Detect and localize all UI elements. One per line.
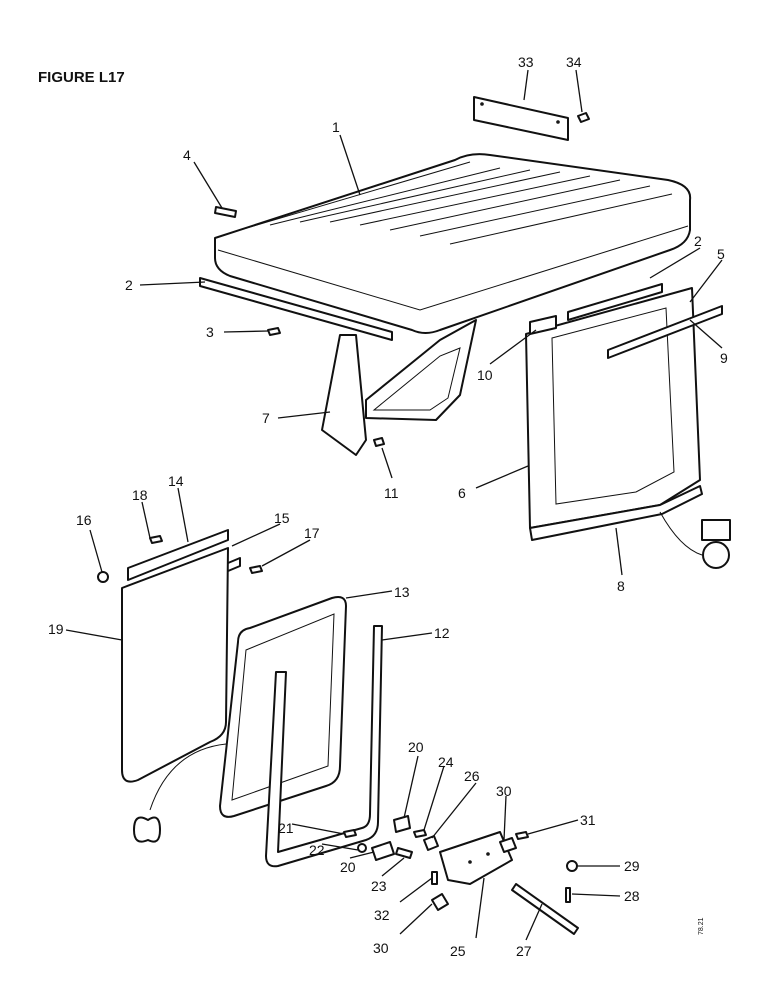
callout-10: 10 [477, 367, 493, 383]
callout-32: 32 [374, 907, 390, 923]
callout-27: 27 [516, 943, 532, 959]
callout-1: 1 [332, 119, 340, 135]
callout-20-lower: 20 [340, 859, 356, 875]
callout-9: 9 [720, 350, 728, 366]
callout-29: 29 [624, 858, 640, 874]
part-12-channel [265, 625, 383, 868]
part-7-post [321, 334, 367, 456]
part-2-strip-left [199, 277, 393, 341]
part-20-hinge-upper [393, 815, 411, 833]
callout-13: 13 [394, 584, 410, 600]
callout-30-upper: 30 [496, 783, 512, 799]
callout-17: 17 [304, 525, 320, 541]
callout-31: 31 [580, 812, 596, 828]
callout-21: 21 [278, 820, 294, 836]
callout-20-upper: 20 [408, 739, 424, 755]
callout-12: 12 [434, 625, 450, 641]
part-34-screw [577, 112, 590, 123]
seal-profile-figure8 [133, 743, 227, 843]
callout-34: 34 [566, 54, 582, 70]
part-27-stay-rod [511, 883, 579, 935]
callout-6: 6 [458, 485, 466, 501]
callout-7: 7 [262, 410, 270, 426]
part-30-bracket-upper [499, 837, 517, 853]
part-24-screw [413, 829, 427, 838]
part-1-roof [214, 153, 692, 334]
callout-15: 15 [274, 510, 290, 526]
callout-25: 25 [450, 943, 466, 959]
part-19-window-glass [121, 547, 229, 783]
callout-33: 33 [518, 54, 534, 70]
part-4-bolt [214, 206, 237, 218]
part-16-nut [97, 571, 109, 583]
part-3-screw [267, 327, 281, 336]
figure-title: FIGURE L17 [38, 69, 125, 86]
callout-19: 19 [48, 621, 64, 637]
callout-2-left: 2 [125, 277, 133, 293]
part-17-screw [249, 565, 263, 574]
part-2-strip-right [567, 283, 663, 321]
rear-frame [365, 319, 477, 421]
part-10-clip [529, 315, 557, 335]
part-31-screw [515, 831, 529, 840]
part-28-pin [565, 887, 571, 903]
part-6-side-panel [525, 287, 701, 529]
callout-28: 28 [624, 888, 640, 904]
callout-24: 24 [438, 754, 454, 770]
callout-3: 3 [206, 324, 214, 340]
part-18-screw [149, 535, 163, 544]
part-11-screw [373, 437, 385, 447]
callout-22: 22 [309, 842, 325, 858]
part-32-screw [431, 871, 438, 885]
callout-18: 18 [132, 487, 148, 503]
part-33-plate [473, 96, 569, 141]
part-8-seal-profile [659, 511, 731, 569]
part-8-seal [529, 485, 703, 541]
part-26-bush [423, 835, 439, 851]
callout-8: 8 [617, 578, 625, 594]
side-code: 78.21 [698, 917, 705, 935]
callout-16: 16 [76, 512, 92, 528]
callout-23: 23 [371, 878, 387, 894]
part-23-pin [395, 847, 413, 859]
callout-2-right: 2 [694, 233, 702, 249]
callout-5: 5 [717, 246, 725, 262]
part-21-screw [343, 829, 357, 838]
callout-4: 4 [183, 147, 191, 163]
callout-26: 26 [464, 768, 480, 784]
part-20-hinge-lower [371, 841, 395, 861]
part-14-strip [127, 529, 229, 581]
part-30-bracket-lower [431, 893, 449, 911]
callout-11: 11 [384, 485, 399, 501]
callout-30-lower: 30 [373, 940, 389, 956]
callout-numbers: 1 2 2 3 4 5 6 7 8 9 10 11 12 13 14 15 16… [48, 54, 728, 959]
leader-lines [65, 69, 723, 941]
part-29-cap [566, 860, 578, 872]
callout-14: 14 [168, 473, 184, 489]
part-25-stay-bracket [439, 831, 513, 885]
part-22-washer [357, 843, 367, 853]
part-9-strip [607, 305, 723, 359]
